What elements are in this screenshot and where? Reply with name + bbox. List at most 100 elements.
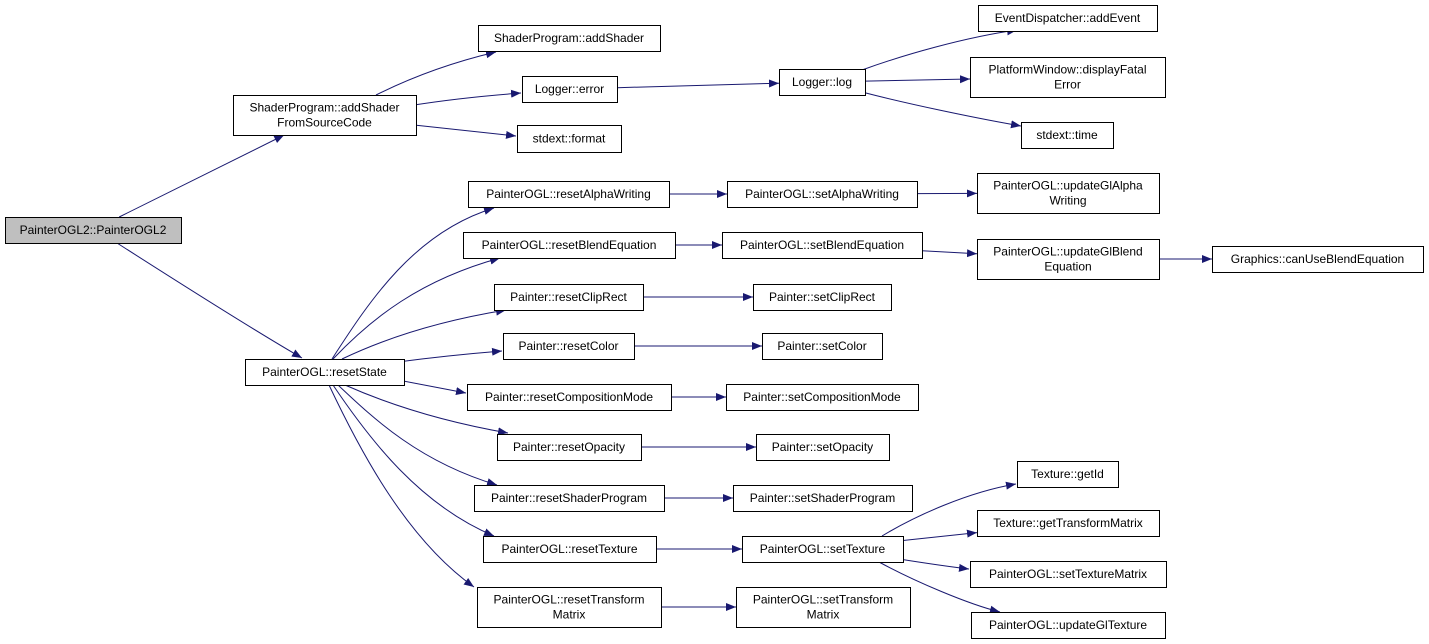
node-label: FromSourceCode (277, 116, 372, 130)
node-resetComposition[interactable]: Painter::resetCompositionMode (467, 384, 672, 411)
node-box[interactable] (1212, 246, 1424, 273)
edge-resetState-to-resetBlendEquation (332, 256, 501, 360)
node-box[interactable] (978, 5, 1158, 32)
node-box[interactable] (478, 25, 661, 52)
node-box[interactable] (970, 561, 1167, 588)
node-resetShader[interactable]: Painter::resetShaderProgram (474, 485, 665, 512)
edge-setTexture-to-setTextureMatrix (898, 558, 970, 572)
node-box[interactable] (977, 239, 1160, 280)
node-box[interactable] (722, 232, 923, 259)
node-setClipRect[interactable]: Painter::setClipRect (753, 284, 892, 311)
node-box[interactable] (977, 173, 1160, 214)
node-box[interactable] (1017, 461, 1119, 488)
node-getTransformMatrix[interactable]: Texture::getTransformMatrix (977, 510, 1160, 537)
node-resetAlphaWriting[interactable]: PainterOGL::resetAlphaWriting (468, 181, 670, 208)
node-box[interactable] (733, 485, 913, 512)
node-box[interactable] (467, 384, 672, 411)
node-box[interactable] (468, 181, 670, 208)
node-label: PainterOGL::resetTransform (494, 593, 645, 607)
node-getId[interactable]: Texture::getId (1017, 461, 1119, 488)
node-box[interactable] (970, 57, 1166, 98)
edge-resetState-to-resetOpacity (344, 384, 509, 436)
node-label: PlatformWindow::displayFatal (988, 63, 1146, 77)
node-box[interactable] (753, 284, 892, 311)
edge-root-to-resetState (116, 242, 303, 359)
node-box[interactable] (736, 587, 911, 628)
edge-resetState-to-resetShader (337, 384, 498, 486)
node-label: PainterOGL::resetAlphaWriting (486, 187, 651, 201)
node-box[interactable] (779, 69, 866, 96)
node-setShader[interactable]: Painter::setShaderProgram (733, 485, 913, 512)
node-label: Logger::log (792, 75, 852, 89)
node-loggerError[interactable]: Logger::error (522, 76, 618, 103)
node-box[interactable] (463, 232, 676, 259)
edge-loggerLog-to-displayFatal (864, 75, 971, 84)
node-setComposition[interactable]: Painter::setCompositionMode (726, 384, 919, 411)
node-label: PainterOGL::updateGlTexture (989, 618, 1147, 632)
node-label: Equation (1044, 260, 1091, 274)
node-setOpacity[interactable]: Painter::setOpacity (756, 434, 890, 461)
node-box[interactable] (474, 485, 665, 512)
node-label: ShaderProgram::addShader (249, 101, 399, 115)
node-box[interactable] (756, 434, 890, 461)
node-box[interactable] (977, 510, 1160, 537)
node-resetOpacity[interactable]: Painter::resetOpacity (497, 434, 642, 461)
node-resetBlendEquation[interactable]: PainterOGL::resetBlendEquation (463, 232, 676, 259)
edge-resetState-to-resetClipRect (341, 307, 507, 360)
node-resetTexture[interactable]: PainterOGL::resetTexture (483, 536, 657, 563)
node-box[interactable] (727, 181, 918, 208)
node-label: PainterOGL::setTransform (753, 593, 893, 607)
node-resetState[interactable]: PainterOGL::resetState (245, 359, 405, 386)
node-box[interactable] (726, 384, 919, 411)
node-box[interactable] (497, 434, 642, 461)
node-box[interactable] (971, 612, 1166, 639)
node-root[interactable]: PainterOGL2::PainterOGL2 (5, 217, 182, 244)
node-resetColor[interactable]: Painter::resetColor (503, 333, 635, 360)
edge-root-to-addShaderFromSource (118, 134, 285, 218)
node-canUseBlend[interactable]: Graphics::canUseBlendEquation (1212, 246, 1424, 273)
node-label: Graphics::canUseBlendEquation (1231, 252, 1404, 266)
node-setColor[interactable]: Painter::setColor (762, 333, 883, 360)
node-box[interactable] (1021, 122, 1114, 149)
node-box[interactable] (477, 587, 662, 628)
node-addEvent[interactable]: EventDispatcher::addEvent (978, 5, 1158, 32)
node-label: Matrix (553, 608, 586, 622)
node-setTextureMatrix[interactable]: PainterOGL::setTextureMatrix (970, 561, 1167, 588)
node-box[interactable] (517, 125, 622, 153)
node-box[interactable] (494, 284, 644, 311)
edge-setTexture-to-updateGlTexture (878, 561, 1001, 614)
node-setBlendEquation[interactable]: PainterOGL::setBlendEquation (722, 232, 923, 259)
node-stdextFormat[interactable]: stdext::format (517, 125, 622, 153)
node-label: Painter::setColor (777, 339, 866, 353)
edge-addShaderFromSource-to-stdextFormat (413, 124, 517, 139)
node-box[interactable] (5, 217, 182, 244)
node-resetClipRect[interactable]: Painter::resetClipRect (494, 284, 644, 311)
edge-addShaderFromSource-to-addShader (375, 50, 497, 96)
edge-loggerLog-to-stdextTime (861, 91, 1022, 129)
node-label: ShaderProgram::addShader (494, 31, 644, 45)
node-box[interactable] (245, 359, 405, 386)
node-addShader[interactable]: ShaderProgram::addShader (478, 25, 661, 52)
node-box[interactable] (503, 333, 635, 360)
node-setAlphaWriting[interactable]: PainterOGL::setAlphaWriting (727, 181, 918, 208)
node-setTexture[interactable]: PainterOGL::setTexture (742, 536, 904, 563)
node-stdextTime[interactable]: stdext::time (1021, 122, 1114, 149)
edge-loggerLog-to-addEvent (861, 27, 1018, 71)
node-label: PainterOGL::setBlendEquation (740, 238, 904, 252)
node-box[interactable] (522, 76, 618, 103)
node-box[interactable] (762, 333, 883, 360)
node-box[interactable] (233, 95, 417, 136)
node-box[interactable] (742, 536, 904, 563)
node-label: Painter::setClipRect (769, 290, 876, 304)
node-updateGlTexture[interactable]: PainterOGL::updateGlTexture (971, 612, 1166, 639)
node-loggerLog[interactable]: Logger::log (779, 69, 866, 96)
node-box[interactable] (483, 536, 657, 563)
edge-resetState-to-resetAlphaWriting (331, 207, 495, 360)
